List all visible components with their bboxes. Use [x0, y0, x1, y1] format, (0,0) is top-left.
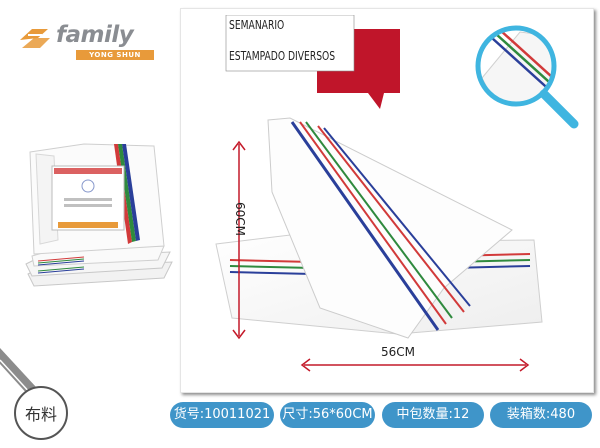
brand-logo: family YONG SHUN [18, 22, 156, 60]
brand-name: family [56, 22, 134, 48]
callout-line-1: SEMANARIO [229, 18, 285, 32]
spec-inner-pack: 中包数量:12 [382, 402, 484, 428]
brand-tagline: YONG SHUN [76, 50, 154, 60]
callout-line-2: ESTAMPADO DIVERSOS [229, 49, 336, 63]
family-logo-icon [20, 29, 50, 48]
callout-bubble [225, 15, 400, 109]
magnifier-icon [475, 25, 579, 129]
spec-carton-qty: 装箱数:480 [490, 402, 592, 428]
category-badge: 布料 [14, 386, 68, 440]
dimension-arrow-icon [300, 358, 530, 372]
spec-item-number: 货号:10011021 [170, 402, 274, 428]
width-label: 56CM [381, 345, 416, 359]
spec-size: 尺寸:56*60CM [280, 402, 375, 428]
height-label: 60CM [233, 201, 247, 236]
towel-image [215, 117, 543, 339]
dimension-arrow-icon [232, 140, 246, 340]
product-stack-image [25, 143, 173, 287]
